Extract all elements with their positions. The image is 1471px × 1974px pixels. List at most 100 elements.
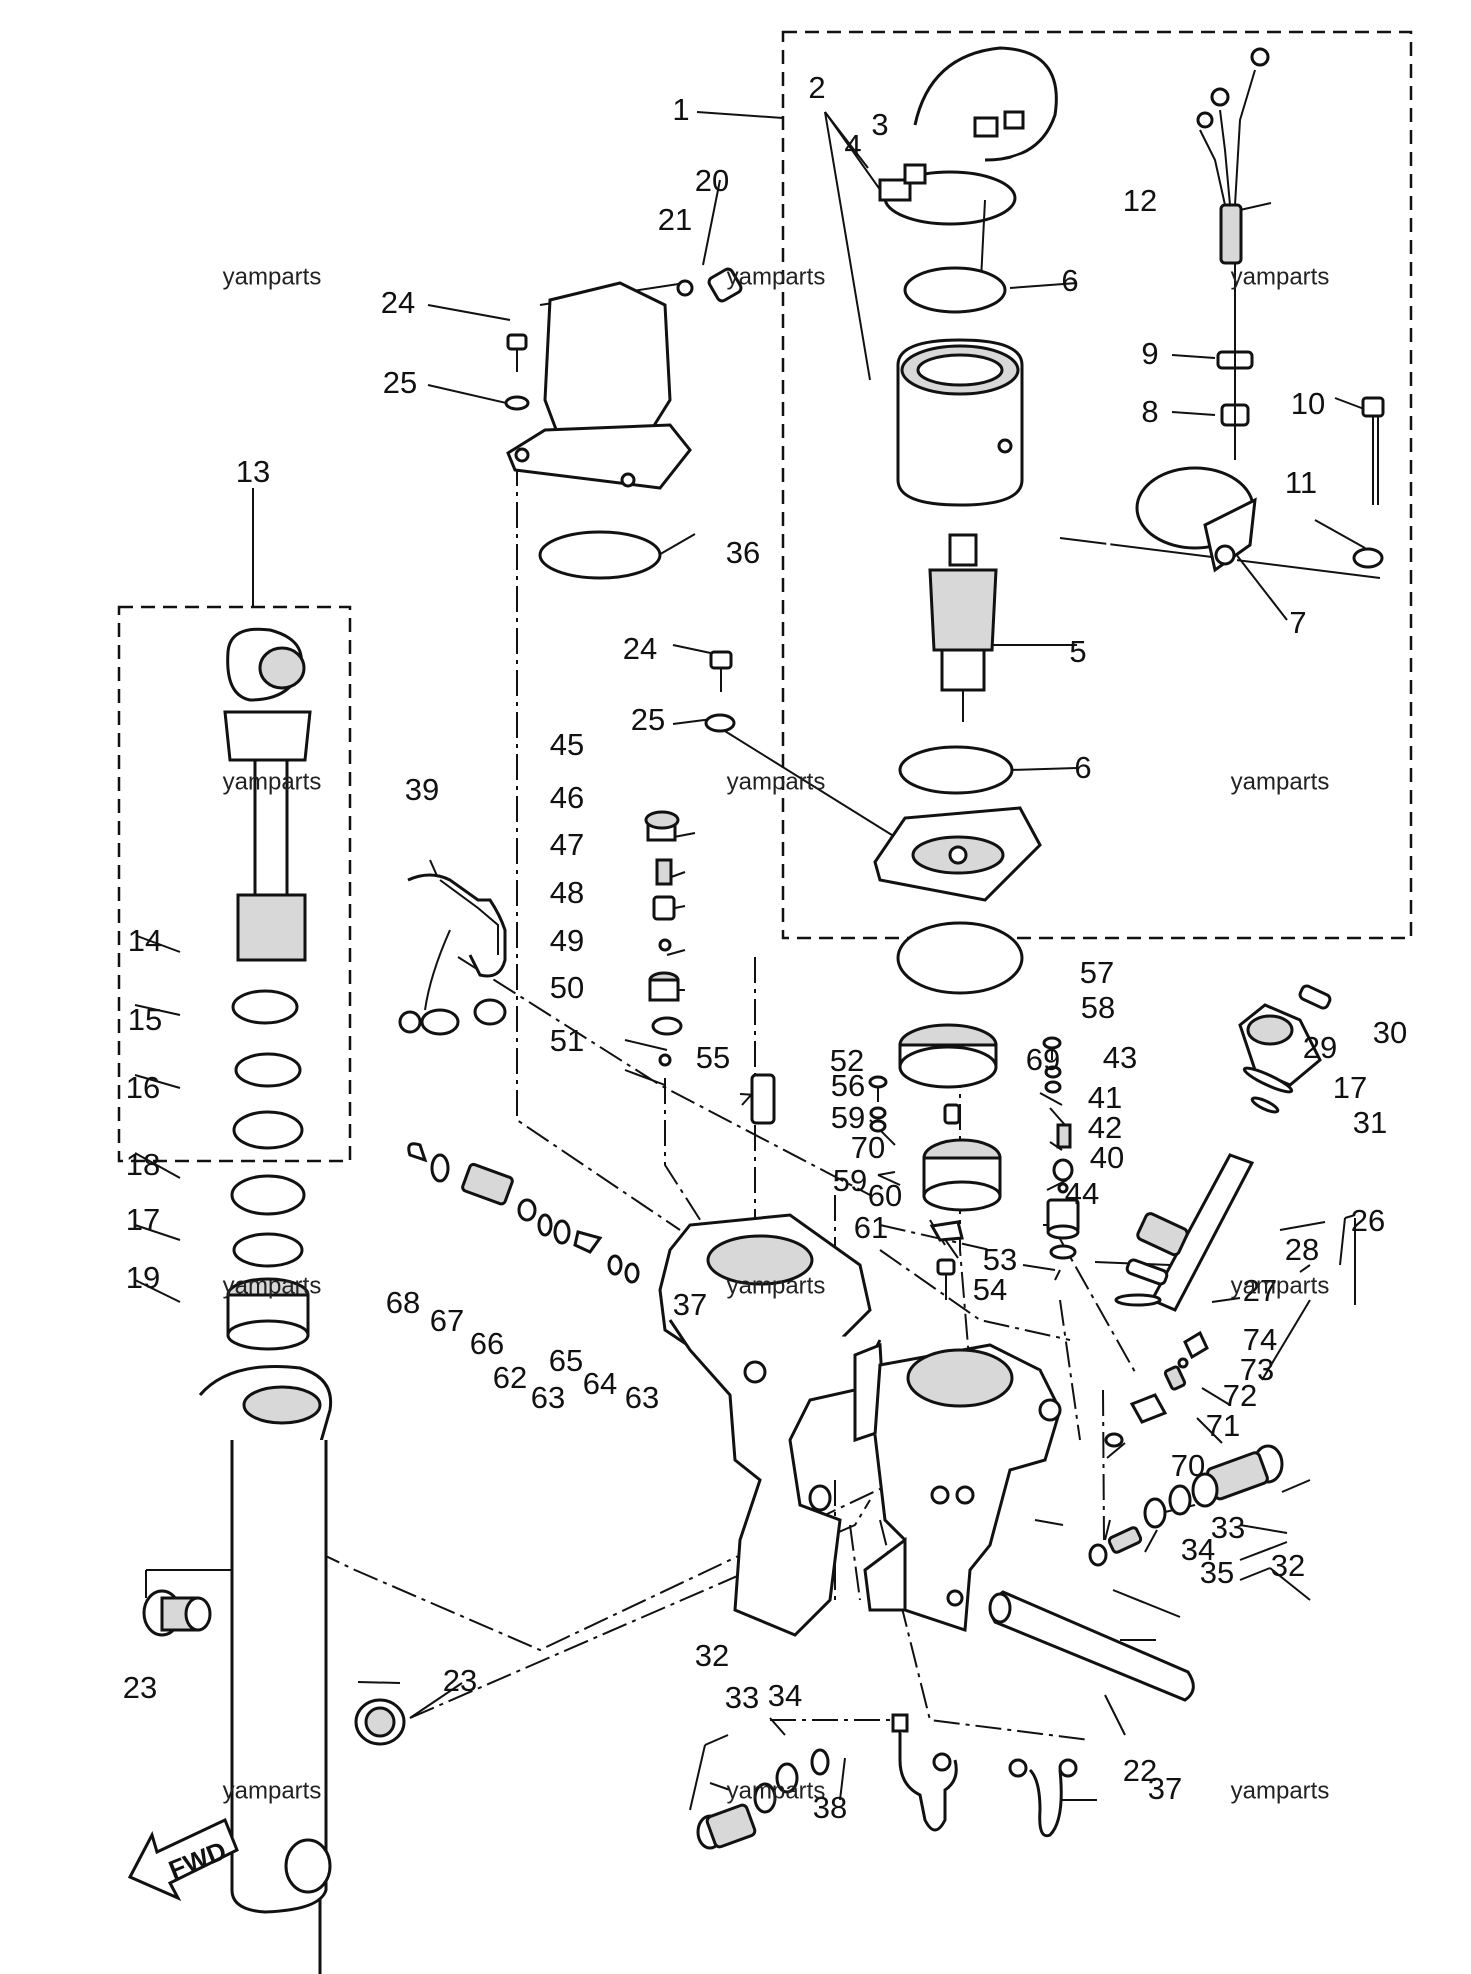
callout: 40	[1090, 1140, 1124, 1175]
callout: 19	[126, 1260, 160, 1295]
callout: 24	[623, 631, 657, 666]
callout: 58	[1081, 990, 1115, 1025]
bolt-55	[936, 1258, 956, 1300]
clip-30	[1298, 984, 1332, 1010]
callout: 67	[430, 1303, 464, 1338]
bolt-24-upper	[506, 333, 528, 372]
cylinder-cap-19	[226, 1277, 310, 1351]
callout: 6	[1061, 263, 1078, 298]
callout: 70	[1171, 1448, 1205, 1483]
tilt-pin-22	[988, 1590, 1195, 1702]
callout: 60	[868, 1178, 902, 1213]
tilt-cylinder-group-box	[117, 605, 352, 1163]
valve-parts-71-75	[1104, 1330, 1209, 1448]
callout: 21	[658, 202, 692, 237]
callout: 43	[1103, 1040, 1137, 1075]
watermark: yamparts	[1231, 263, 1330, 290]
bushing-23-right	[354, 1698, 406, 1746]
brush-holder-plate	[878, 46, 1058, 226]
callout: 23	[443, 1663, 477, 1698]
callout: 2	[808, 70, 825, 105]
seal-16	[232, 1110, 304, 1150]
watermark: yamparts	[727, 768, 826, 795]
callout: 66	[470, 1326, 504, 1361]
bolt-10	[1361, 396, 1385, 505]
callout: 36	[726, 535, 760, 570]
o-ring-51	[651, 1016, 683, 1036]
callout: 29	[1303, 1030, 1337, 1065]
callout: 33	[725, 1680, 759, 1715]
callout: 44	[1065, 1176, 1099, 1211]
callout: 59	[831, 1100, 865, 1135]
callout: 37	[1148, 1771, 1182, 1806]
watermark: yamparts	[223, 1777, 322, 1804]
callout: 30	[1373, 1015, 1407, 1050]
callout: 24	[381, 285, 415, 320]
motor-end-cover	[873, 806, 1042, 902]
valve-32-bottom	[696, 1803, 757, 1850]
callout-labels: 1 2 3 4 5 6 6 7 8 9 10 11 12 13 14 15 16…	[123, 70, 1407, 1825]
callout: 54	[973, 1272, 1007, 1307]
callout: 74	[1243, 1322, 1277, 1357]
motor-lead-cable	[1011, 151, 1236, 643]
callout: 25	[631, 702, 665, 737]
valve-parts-63-69	[407, 1142, 640, 1284]
pin-60	[943, 1103, 961, 1125]
armature-5	[928, 533, 998, 722]
watermark: yamparts	[1231, 1777, 1330, 1804]
callout: 32	[1271, 1548, 1305, 1583]
callout: 4	[844, 128, 861, 163]
o-ring-17-left	[232, 1232, 304, 1268]
callout: 7	[1289, 605, 1306, 640]
routing-lines	[239, 460, 1136, 1741]
o-ring-15	[234, 1052, 302, 1088]
callout: 3	[871, 107, 888, 142]
ball-49	[658, 938, 672, 952]
pipe-40	[398, 873, 507, 1036]
callout: 65	[549, 1343, 583, 1378]
motor-cover-cap	[506, 281, 692, 490]
o-ring-14	[231, 989, 299, 1025]
watermark: yamparts	[223, 1272, 322, 1299]
pump-manifold-body	[808, 1343, 1062, 1633]
callout: 15	[128, 1002, 162, 1037]
callout: 49	[550, 923, 584, 958]
callout: 10	[1291, 386, 1325, 421]
callout: 39	[405, 772, 439, 807]
pump-61	[922, 1138, 1002, 1212]
callout: 72	[1223, 1378, 1257, 1413]
watermark: yamparts	[223, 768, 322, 795]
o-ring-37-upper	[538, 530, 662, 580]
callout: 38	[813, 1790, 847, 1825]
spring-47	[655, 858, 673, 886]
o-ring-33-bottom	[753, 1782, 777, 1814]
callout: 56	[831, 1068, 865, 1103]
callout: 73	[1240, 1352, 1274, 1387]
watermark: yamparts	[223, 263, 322, 290]
callout: 17	[1333, 1070, 1367, 1105]
screws-57-58	[868, 1036, 1062, 1102]
callout: 70	[851, 1130, 885, 1165]
callout: 63	[625, 1380, 659, 1415]
watermark: yamparts	[1231, 1272, 1330, 1299]
tilt-rod-13	[223, 627, 312, 962]
washer-11	[1352, 547, 1384, 569]
o-ring-34-right	[1143, 1497, 1167, 1529]
callout: 42	[1088, 1110, 1122, 1145]
callout: 47	[550, 827, 584, 862]
callout: 27	[1243, 1273, 1277, 1308]
callout: 17	[126, 1202, 160, 1237]
callout: 9	[1141, 336, 1158, 371]
ball-52	[658, 1053, 672, 1067]
washer-25-upper	[504, 395, 530, 411]
callout: 69	[1026, 1042, 1060, 1077]
callout: 13	[236, 454, 270, 489]
o-ring-27	[1114, 1293, 1162, 1307]
tilt-cylinder-body	[198, 1365, 333, 1974]
valve-parts-41-45	[1046, 1123, 1080, 1260]
callout: 45	[550, 727, 584, 762]
ring-28	[1125, 1258, 1169, 1286]
o-ring-bottom-loop	[810, 1748, 830, 1776]
callout: 61	[854, 1210, 888, 1245]
callout: 33	[1211, 1510, 1245, 1545]
